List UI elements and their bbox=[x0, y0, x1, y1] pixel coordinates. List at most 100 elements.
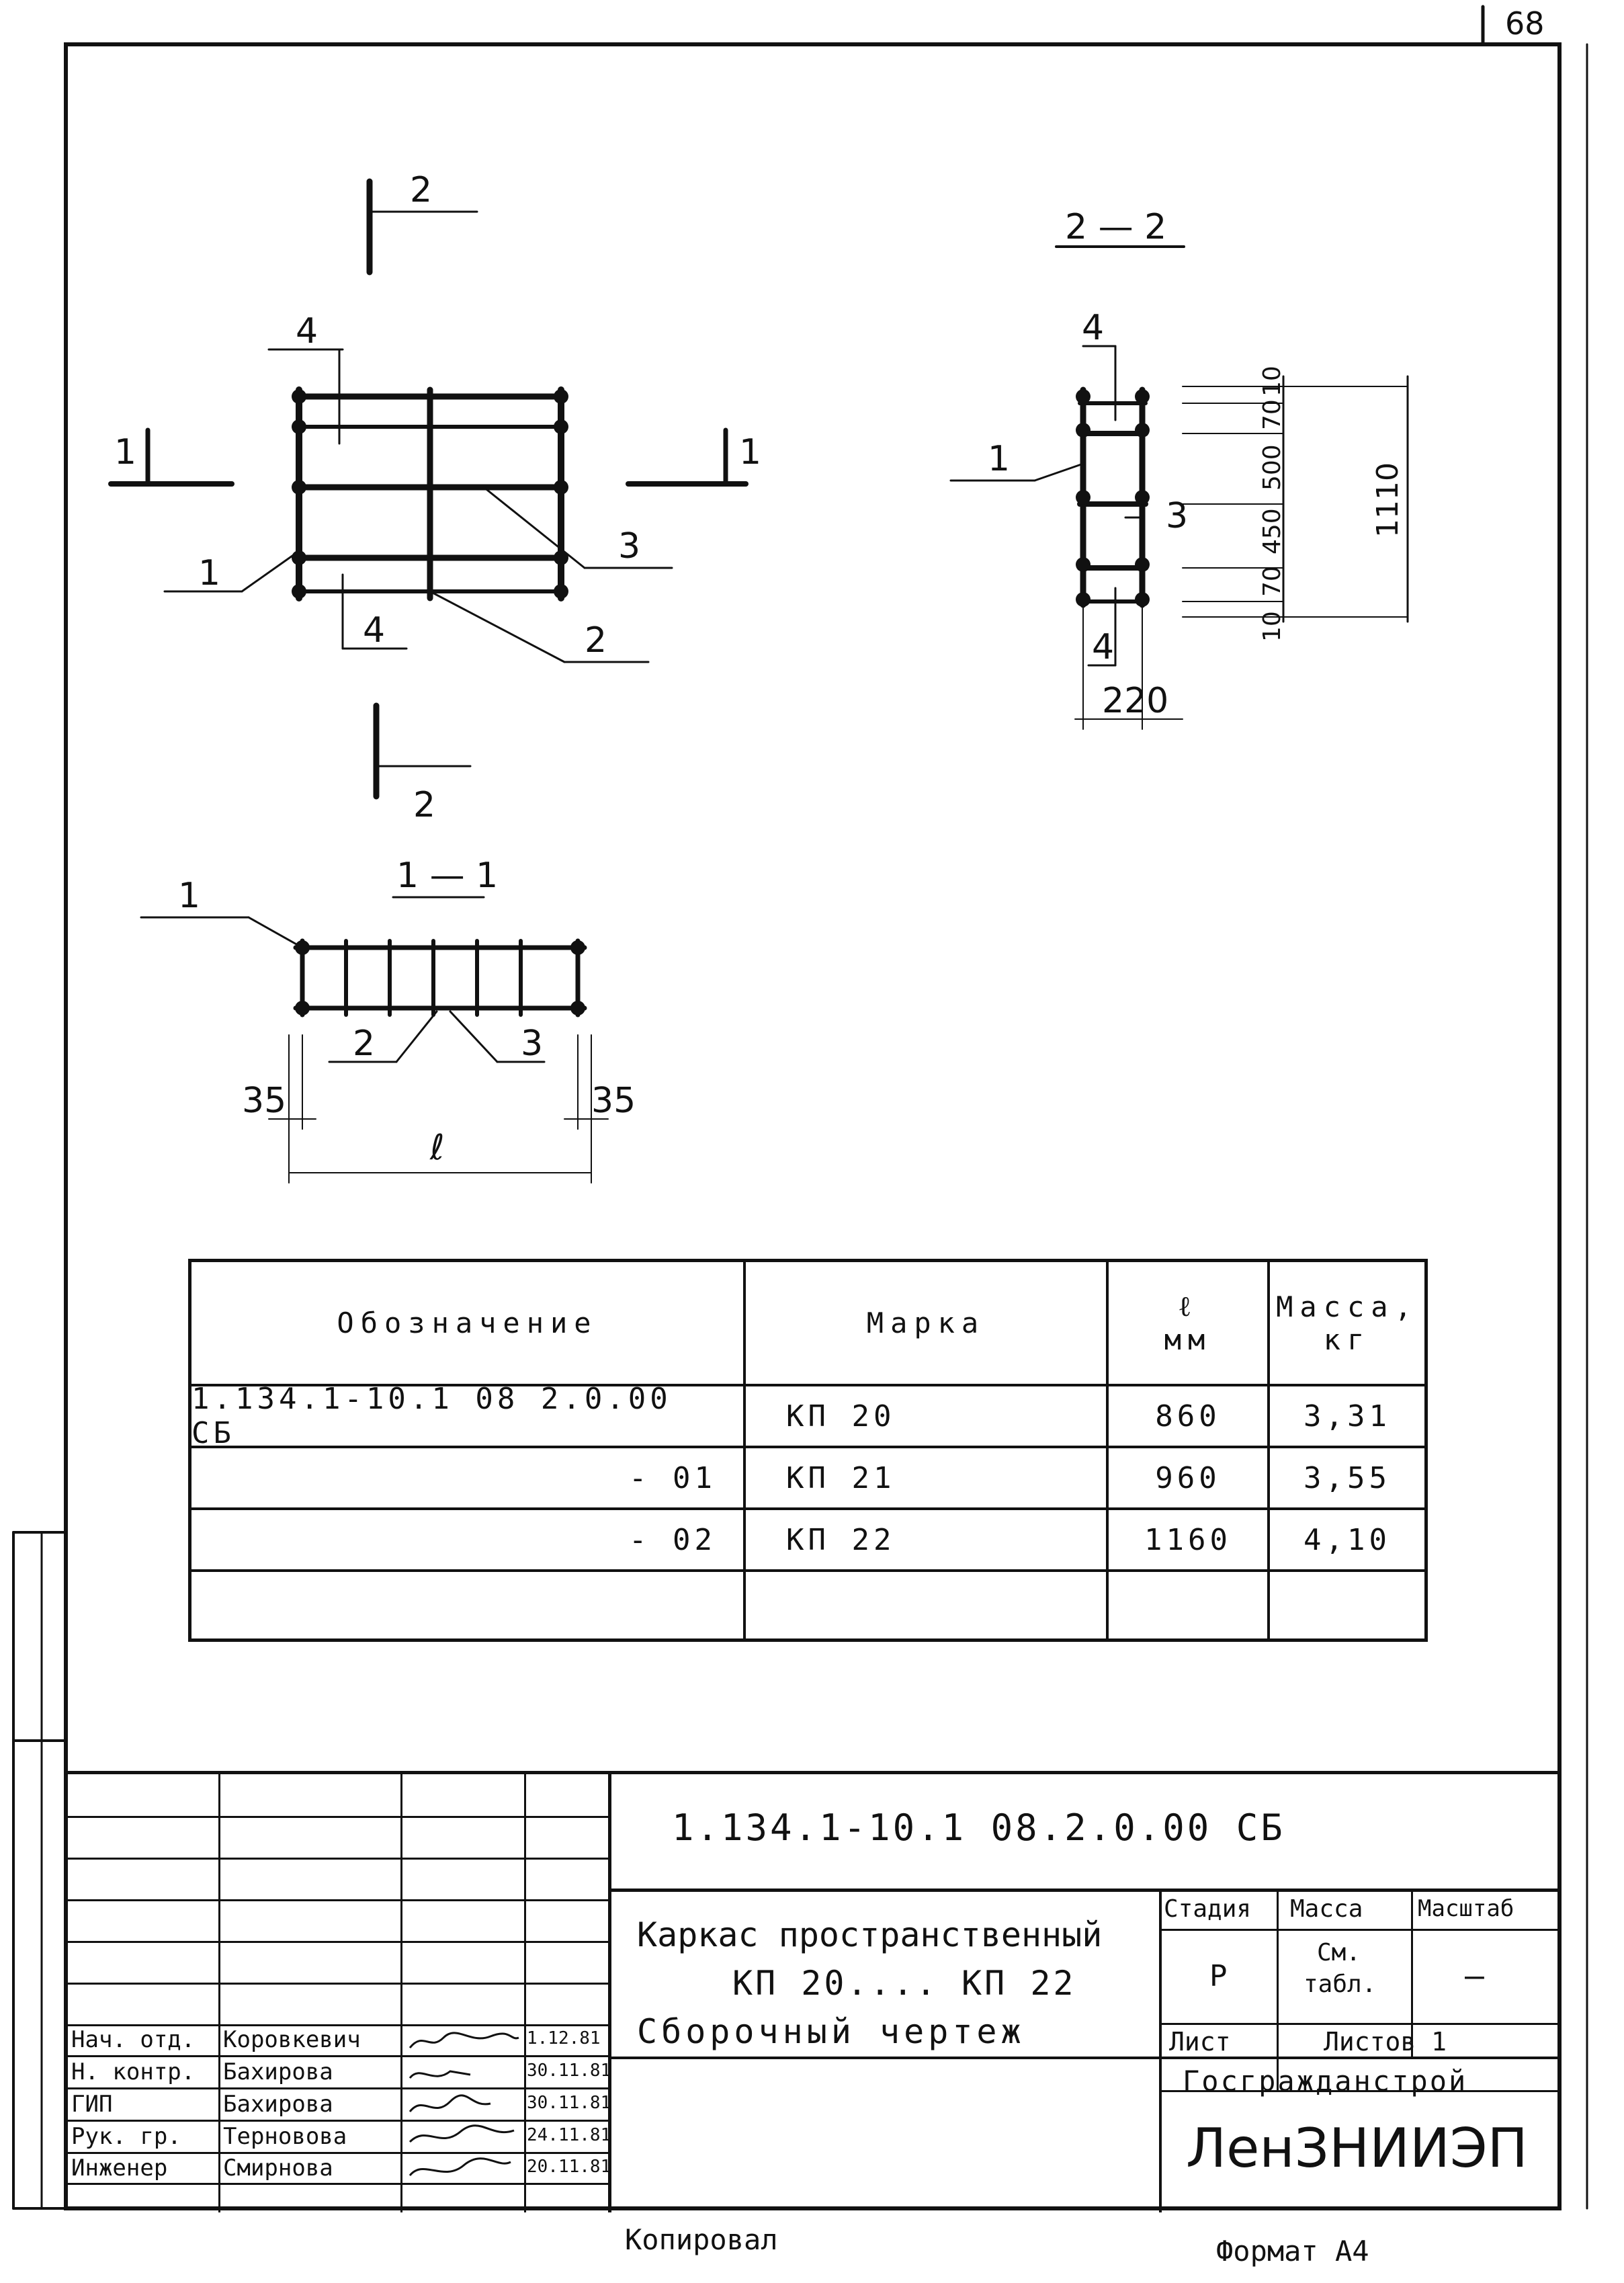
title-block: 1.134.1-10.1 08.2.0.00 СБ Каркас простра… bbox=[67, 1771, 1561, 2212]
header-mark: Марка bbox=[866, 1306, 986, 1339]
plan-label-4-bottom: 4 bbox=[363, 610, 385, 651]
stage-header: Стадия bbox=[1164, 1895, 1252, 1923]
row1-length: 860 bbox=[1155, 1399, 1221, 1434]
sig-role-1: Нач. отд. bbox=[71, 2026, 196, 2053]
drawing-name-line1: Каркас пространственный bbox=[637, 1915, 1103, 1954]
s22-dim-1: 10 bbox=[1258, 366, 1286, 397]
rebar-dot bbox=[292, 550, 306, 565]
plan-label-2: 2 bbox=[585, 620, 607, 661]
mass-value-line1: См. bbox=[1317, 1939, 1361, 1966]
rebar-dot bbox=[554, 389, 568, 404]
row3-designation: - 02 bbox=[629, 1522, 716, 1557]
header-length-symbol: ℓ bbox=[1177, 1290, 1199, 1323]
document-code: 1.134.1-10.1 08.2.0.00 СБ bbox=[672, 1807, 1285, 1849]
sheets-label: Листов 1 bbox=[1324, 2027, 1447, 2057]
format-label: Формат А4 bbox=[1216, 2235, 1369, 2268]
rebar-dot bbox=[292, 419, 306, 434]
copied-label: Копировал bbox=[625, 2223, 778, 2256]
row3-length: 1160 bbox=[1144, 1522, 1232, 1557]
s22-dim-3: 500 bbox=[1258, 444, 1286, 491]
plan-label-1: 1 bbox=[198, 553, 220, 593]
table-row-empty bbox=[191, 1572, 1424, 1638]
s22-label-1: 1 bbox=[988, 439, 1010, 479]
sig-date-1: 1.12.81 bbox=[527, 2028, 601, 2048]
page-number: 68 bbox=[1505, 5, 1545, 42]
rebar-dot bbox=[570, 940, 585, 955]
row1-designation: 1.134.1-10.1 08 2.0.00 СБ bbox=[191, 1382, 672, 1450]
sig-name-1: Коровкевич bbox=[223, 2026, 361, 2053]
table-row: - 01 КП 21 960 3,55 bbox=[191, 1448, 1424, 1510]
header-length-unit: мм bbox=[1164, 1323, 1212, 1356]
sig-role-4: Рук. гр. bbox=[71, 2123, 181, 2150]
rebar-dot bbox=[1135, 423, 1150, 438]
rebar-dot bbox=[1076, 557, 1091, 572]
handwritten-signatures bbox=[409, 2032, 519, 2177]
s11-label-1: 1 bbox=[178, 876, 200, 916]
sig-name-3: Бахирова bbox=[223, 2091, 333, 2118]
rebar-dot bbox=[1135, 490, 1150, 505]
rebar-dot bbox=[295, 940, 310, 955]
specification-table: Обозначение Марка ℓ мм Масса, кг 1.134.1… bbox=[188, 1259, 1428, 1642]
rebar-dot bbox=[554, 584, 568, 599]
org-line2: ЛенЗНИИЭП bbox=[1186, 2117, 1528, 2180]
s22-dim-2: 70 bbox=[1258, 399, 1286, 430]
rebar-dot bbox=[1076, 423, 1091, 438]
plan-view bbox=[108, 178, 749, 800]
rebar-dot bbox=[1076, 592, 1091, 607]
s22-width-dim: 220 bbox=[1102, 681, 1168, 721]
sig-role-3: ГИП bbox=[71, 2091, 113, 2118]
rebar-dot bbox=[554, 419, 568, 434]
rebar-dot bbox=[1076, 389, 1091, 404]
rebar-dot bbox=[292, 584, 306, 599]
sig-name-4: Терновова bbox=[223, 2123, 347, 2150]
sheet-label: Лист bbox=[1169, 2027, 1231, 2057]
rebar-dot bbox=[1135, 389, 1150, 404]
sig-date-2: 30.11.81 bbox=[527, 2061, 611, 2081]
s22-overall-dim: 1110 bbox=[1371, 462, 1405, 538]
mass-header: Масса bbox=[1290, 1895, 1363, 1923]
header-mass-unit: кг bbox=[1323, 1323, 1371, 1356]
rebar-dot bbox=[1135, 592, 1150, 607]
section-2-2-view bbox=[949, 245, 1409, 730]
sig-date-4: 24.11.81 bbox=[527, 2125, 611, 2145]
s22-label-4-bottom: 4 bbox=[1092, 627, 1114, 667]
drawing-name-line2: КП 20.... КП 22 bbox=[732, 1964, 1076, 2003]
s22-label-4-top: 4 bbox=[1082, 308, 1104, 348]
row1-mark: КП 20 bbox=[786, 1399, 896, 1434]
sheet-frame bbox=[64, 42, 1562, 2210]
rebar-dot bbox=[292, 480, 306, 495]
section-1-1-view bbox=[140, 896, 609, 1184]
sig-date-3: 30.11.81 bbox=[527, 2093, 611, 2113]
s11-dim-left: 35 bbox=[242, 1081, 286, 1121]
sig-role-5: Инженер bbox=[71, 2155, 168, 2182]
row2-mark: КП 21 bbox=[786, 1460, 896, 1495]
section-mark-top: 2 bbox=[410, 170, 432, 210]
cut-mark-right: 1 bbox=[739, 432, 761, 472]
rebar-dot bbox=[1076, 490, 1091, 505]
s22-dim-5: 70 bbox=[1258, 566, 1286, 597]
sig-name-5: Смирнова bbox=[223, 2155, 333, 2182]
mass-value-line2: табл. bbox=[1304, 1970, 1377, 1998]
sig-role-2: Н. контр. bbox=[71, 2059, 196, 2085]
row3-mark: КП 22 bbox=[786, 1522, 896, 1557]
rebar-dot bbox=[292, 389, 306, 404]
section-1-1-title: 1 — 1 bbox=[396, 856, 498, 896]
plan-label-3: 3 bbox=[618, 526, 640, 567]
s22-dim-4: 450 bbox=[1258, 508, 1286, 554]
header-designation: Обозначение bbox=[337, 1306, 598, 1339]
table-row: 1.134.1-10.1 08 2.0.00 СБ КП 20 860 3,31 bbox=[191, 1382, 1424, 1450]
s11-label-2: 2 bbox=[353, 1024, 375, 1064]
s22-dim-6: 10 bbox=[1258, 611, 1286, 642]
row2-mass: 3,55 bbox=[1304, 1460, 1391, 1495]
row2-designation: - 01 bbox=[629, 1460, 716, 1495]
section-2-2-title: 2 — 2 bbox=[1065, 207, 1166, 247]
rebar-dot bbox=[570, 1001, 585, 1015]
table-row: - 02 КП 22 1160 4,10 bbox=[191, 1510, 1424, 1572]
sig-date-5: 20.11.81 bbox=[527, 2157, 611, 2177]
table-header-row: Обозначение Марка ℓ мм Масса, кг bbox=[191, 1262, 1424, 1386]
s11-dim-right: 35 bbox=[591, 1081, 636, 1121]
s11-length: ℓ bbox=[429, 1128, 444, 1168]
drawing-name-line3: Сборочный чертеж bbox=[637, 2012, 1025, 2051]
scale-header: Масштаб bbox=[1418, 1895, 1514, 1922]
sig-name-2: Бахирова bbox=[223, 2059, 333, 2085]
